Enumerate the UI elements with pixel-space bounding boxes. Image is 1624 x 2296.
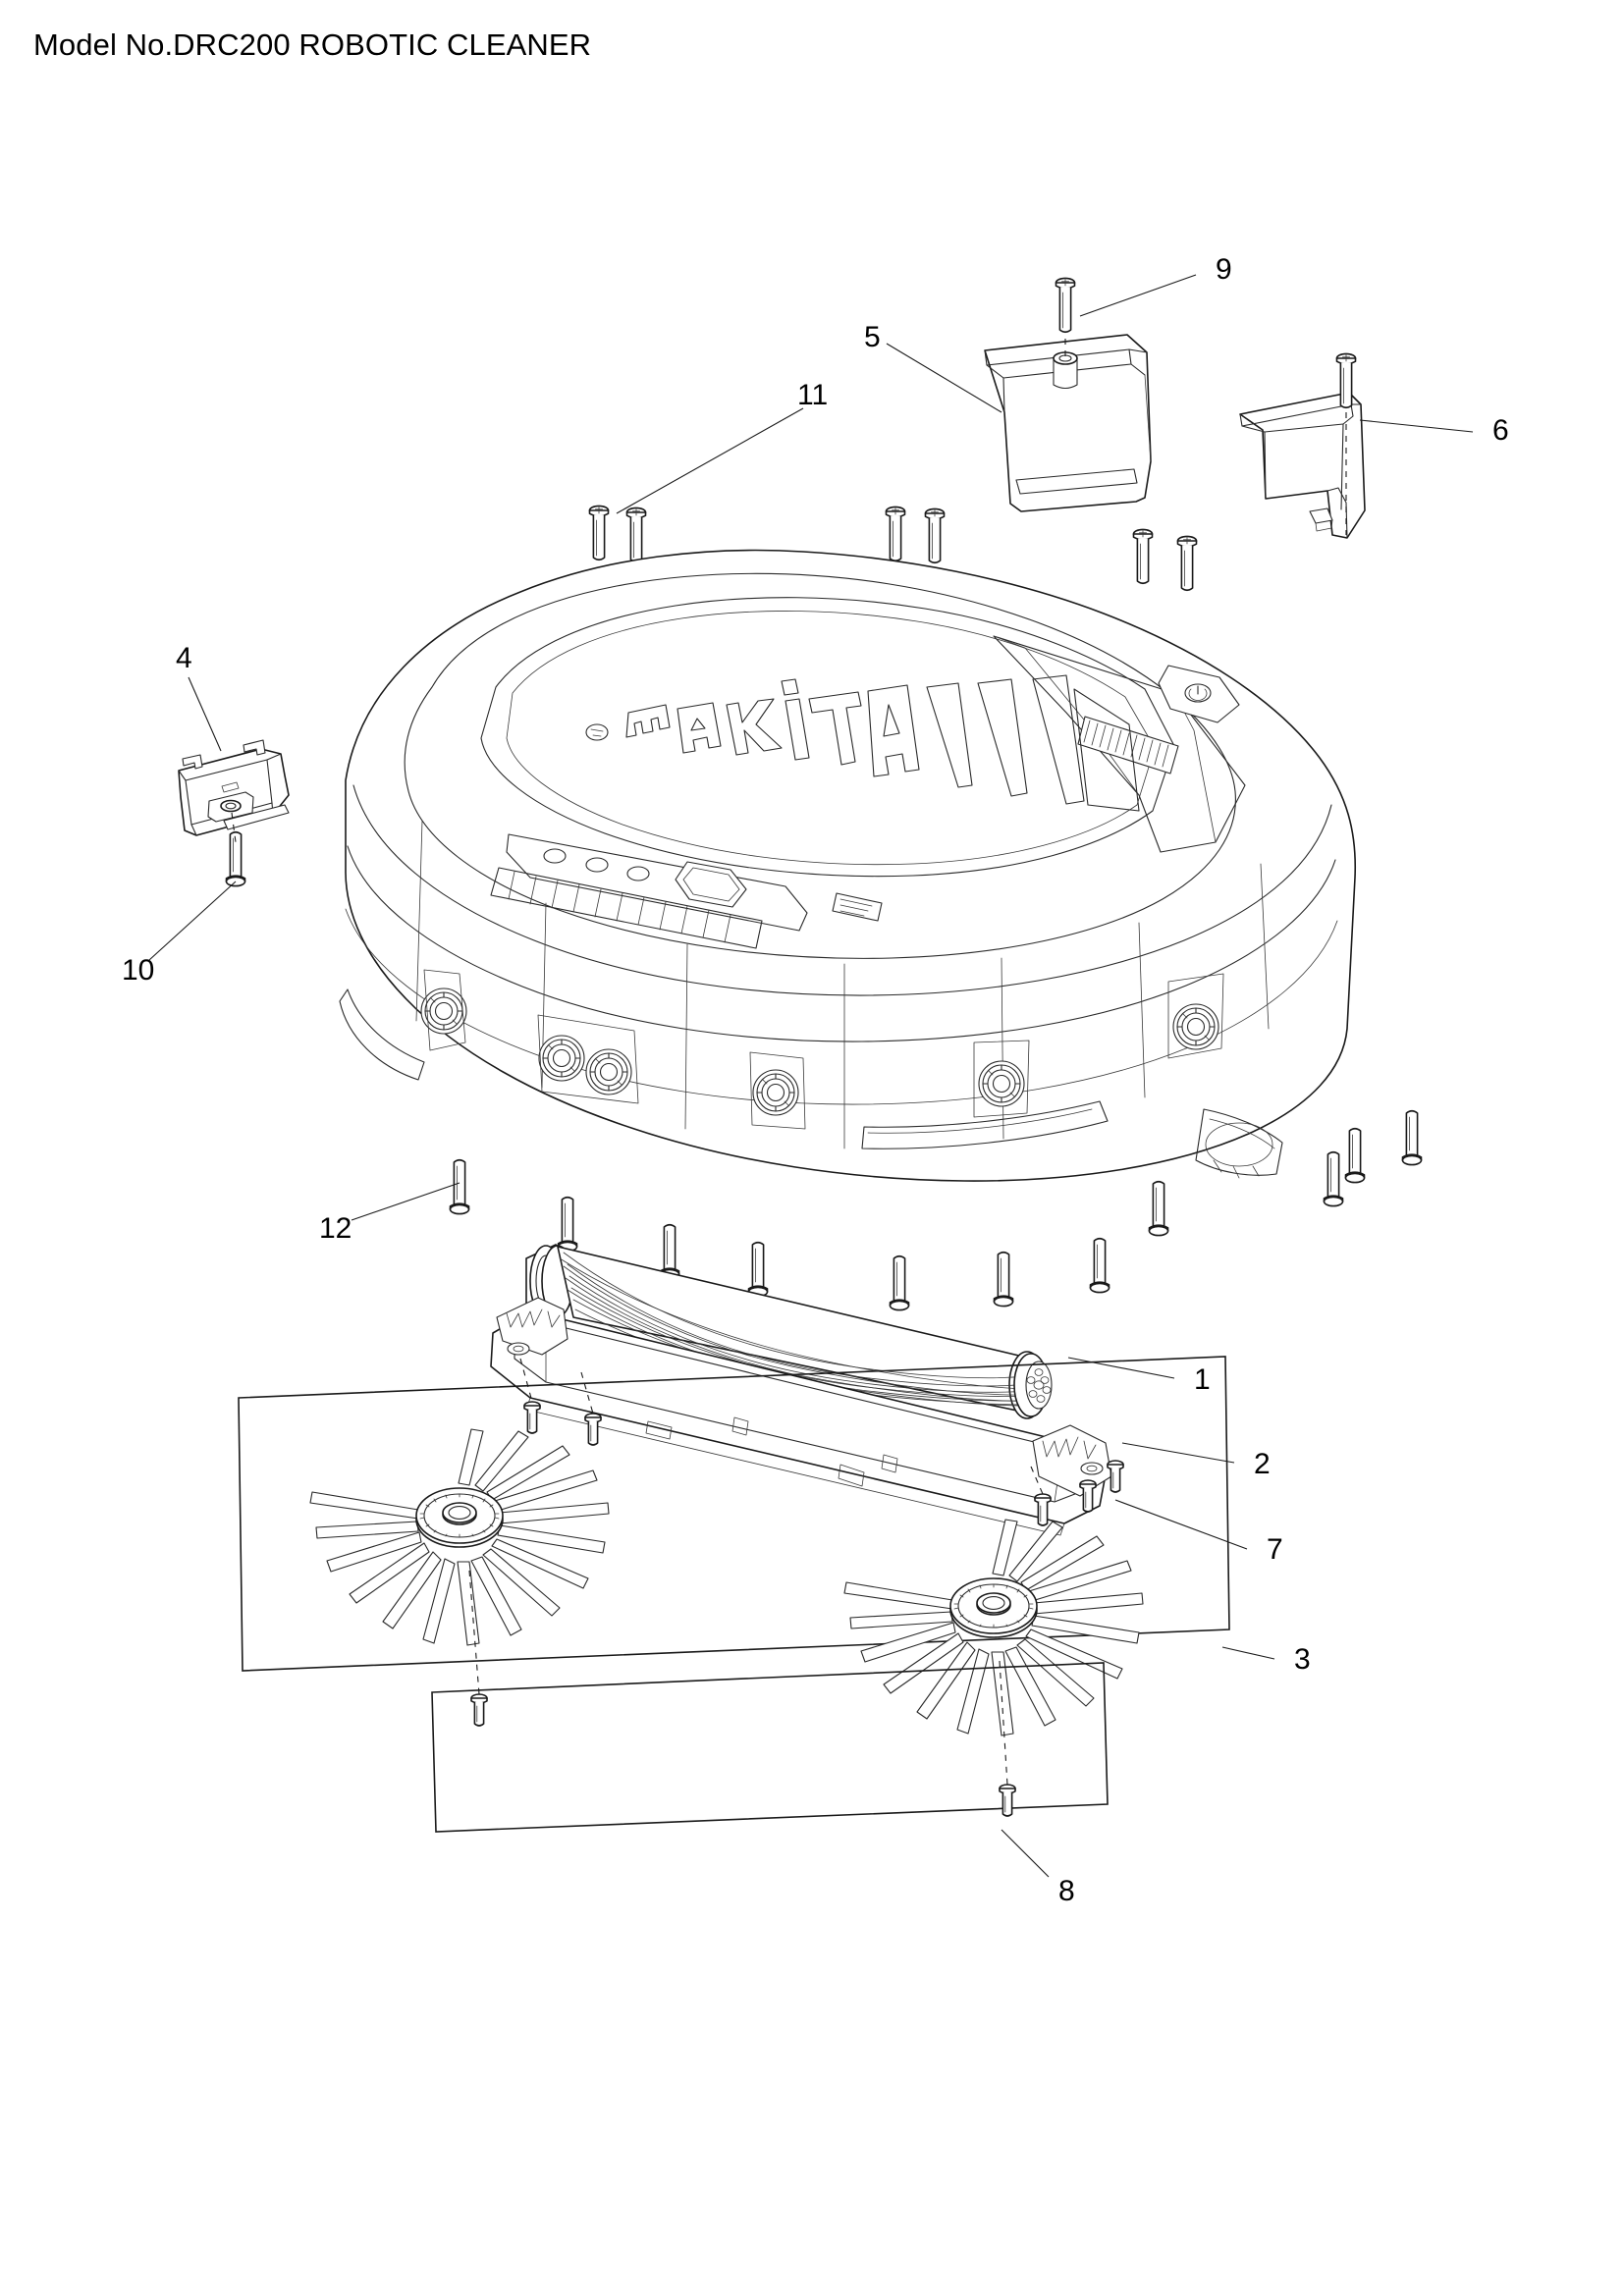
part-screw-side-brush [999,1784,1016,1817]
callout-label: 8 [1058,1875,1075,1907]
side-brush-group-frame [238,1356,1230,1672]
part-brush-housing [490,1297,1112,1536]
callout-label: 9 [1216,253,1232,286]
power-button[interactable] [1158,665,1240,723]
housing-end-left [496,1297,568,1356]
assembly-axis-front-bracket [231,812,237,843]
callout-label: 12 [319,1212,352,1245]
drive-wheel-right [1195,1108,1283,1179]
callout-label: 7 [1267,1533,1283,1566]
callout-label: 6 [1492,414,1509,447]
callout-3: 3 [1221,1643,1311,1676]
part-roller-brush [525,1244,1053,1419]
callouts: 1 2 3 4 5 6 7 8 [122,253,1509,1907]
part-side-brush-group [238,1356,1230,1736]
callout-5: 5 [864,321,1002,413]
part-screw-side-brush [470,1693,488,1727]
callout-1: 1 [1067,1357,1211,1396]
callout-label: 2 [1254,1448,1271,1480]
sensor-port [752,1069,799,1116]
callout-label: 1 [1194,1363,1211,1396]
control-panel[interactable] [506,833,883,932]
sensor-port [538,1035,585,1082]
sensor-port [585,1048,632,1095]
callout-2: 2 [1121,1442,1271,1480]
callout-6: 6 [1359,414,1509,447]
callout-label: 4 [176,642,192,674]
callout-4: 4 [176,642,222,752]
assembly-axes-side-brush [468,1570,1008,1786]
part-screw-dust-bin-lid [1055,277,1076,334]
sensor-port [1172,1003,1219,1050]
assembly-axes-brush-housing [519,1358,1044,1495]
callout-label: 10 [122,954,154,987]
callout-label: 3 [1294,1643,1311,1676]
callout-9: 9 [1079,253,1232,317]
part-main-body [339,549,1357,1182]
callout-label: 5 [864,321,881,353]
part-dust-bin-lid [984,334,1152,512]
sensor-port [978,1060,1025,1107]
callout-12: 12 [319,1182,460,1245]
callout-11: 11 [616,379,828,514]
side-brush-screw-group-frame [431,1662,1109,1833]
page-title: Model No.DRC200 ROBOTIC CLEANER [33,27,592,62]
side-brush [843,1519,1144,1736]
part-front-cover-bracket [178,739,290,836]
callout-10: 10 [122,881,237,987]
side-brush [309,1428,610,1646]
part-side-cover-right [1239,392,1366,539]
front-intake-grille [490,867,763,949]
part-side-brush-screw-group [431,1662,1109,1833]
callout-label: 11 [797,379,828,411]
callout-7: 7 [1114,1499,1283,1566]
brand-logo-makita [585,674,1140,812]
callout-8: 8 [1001,1829,1075,1907]
